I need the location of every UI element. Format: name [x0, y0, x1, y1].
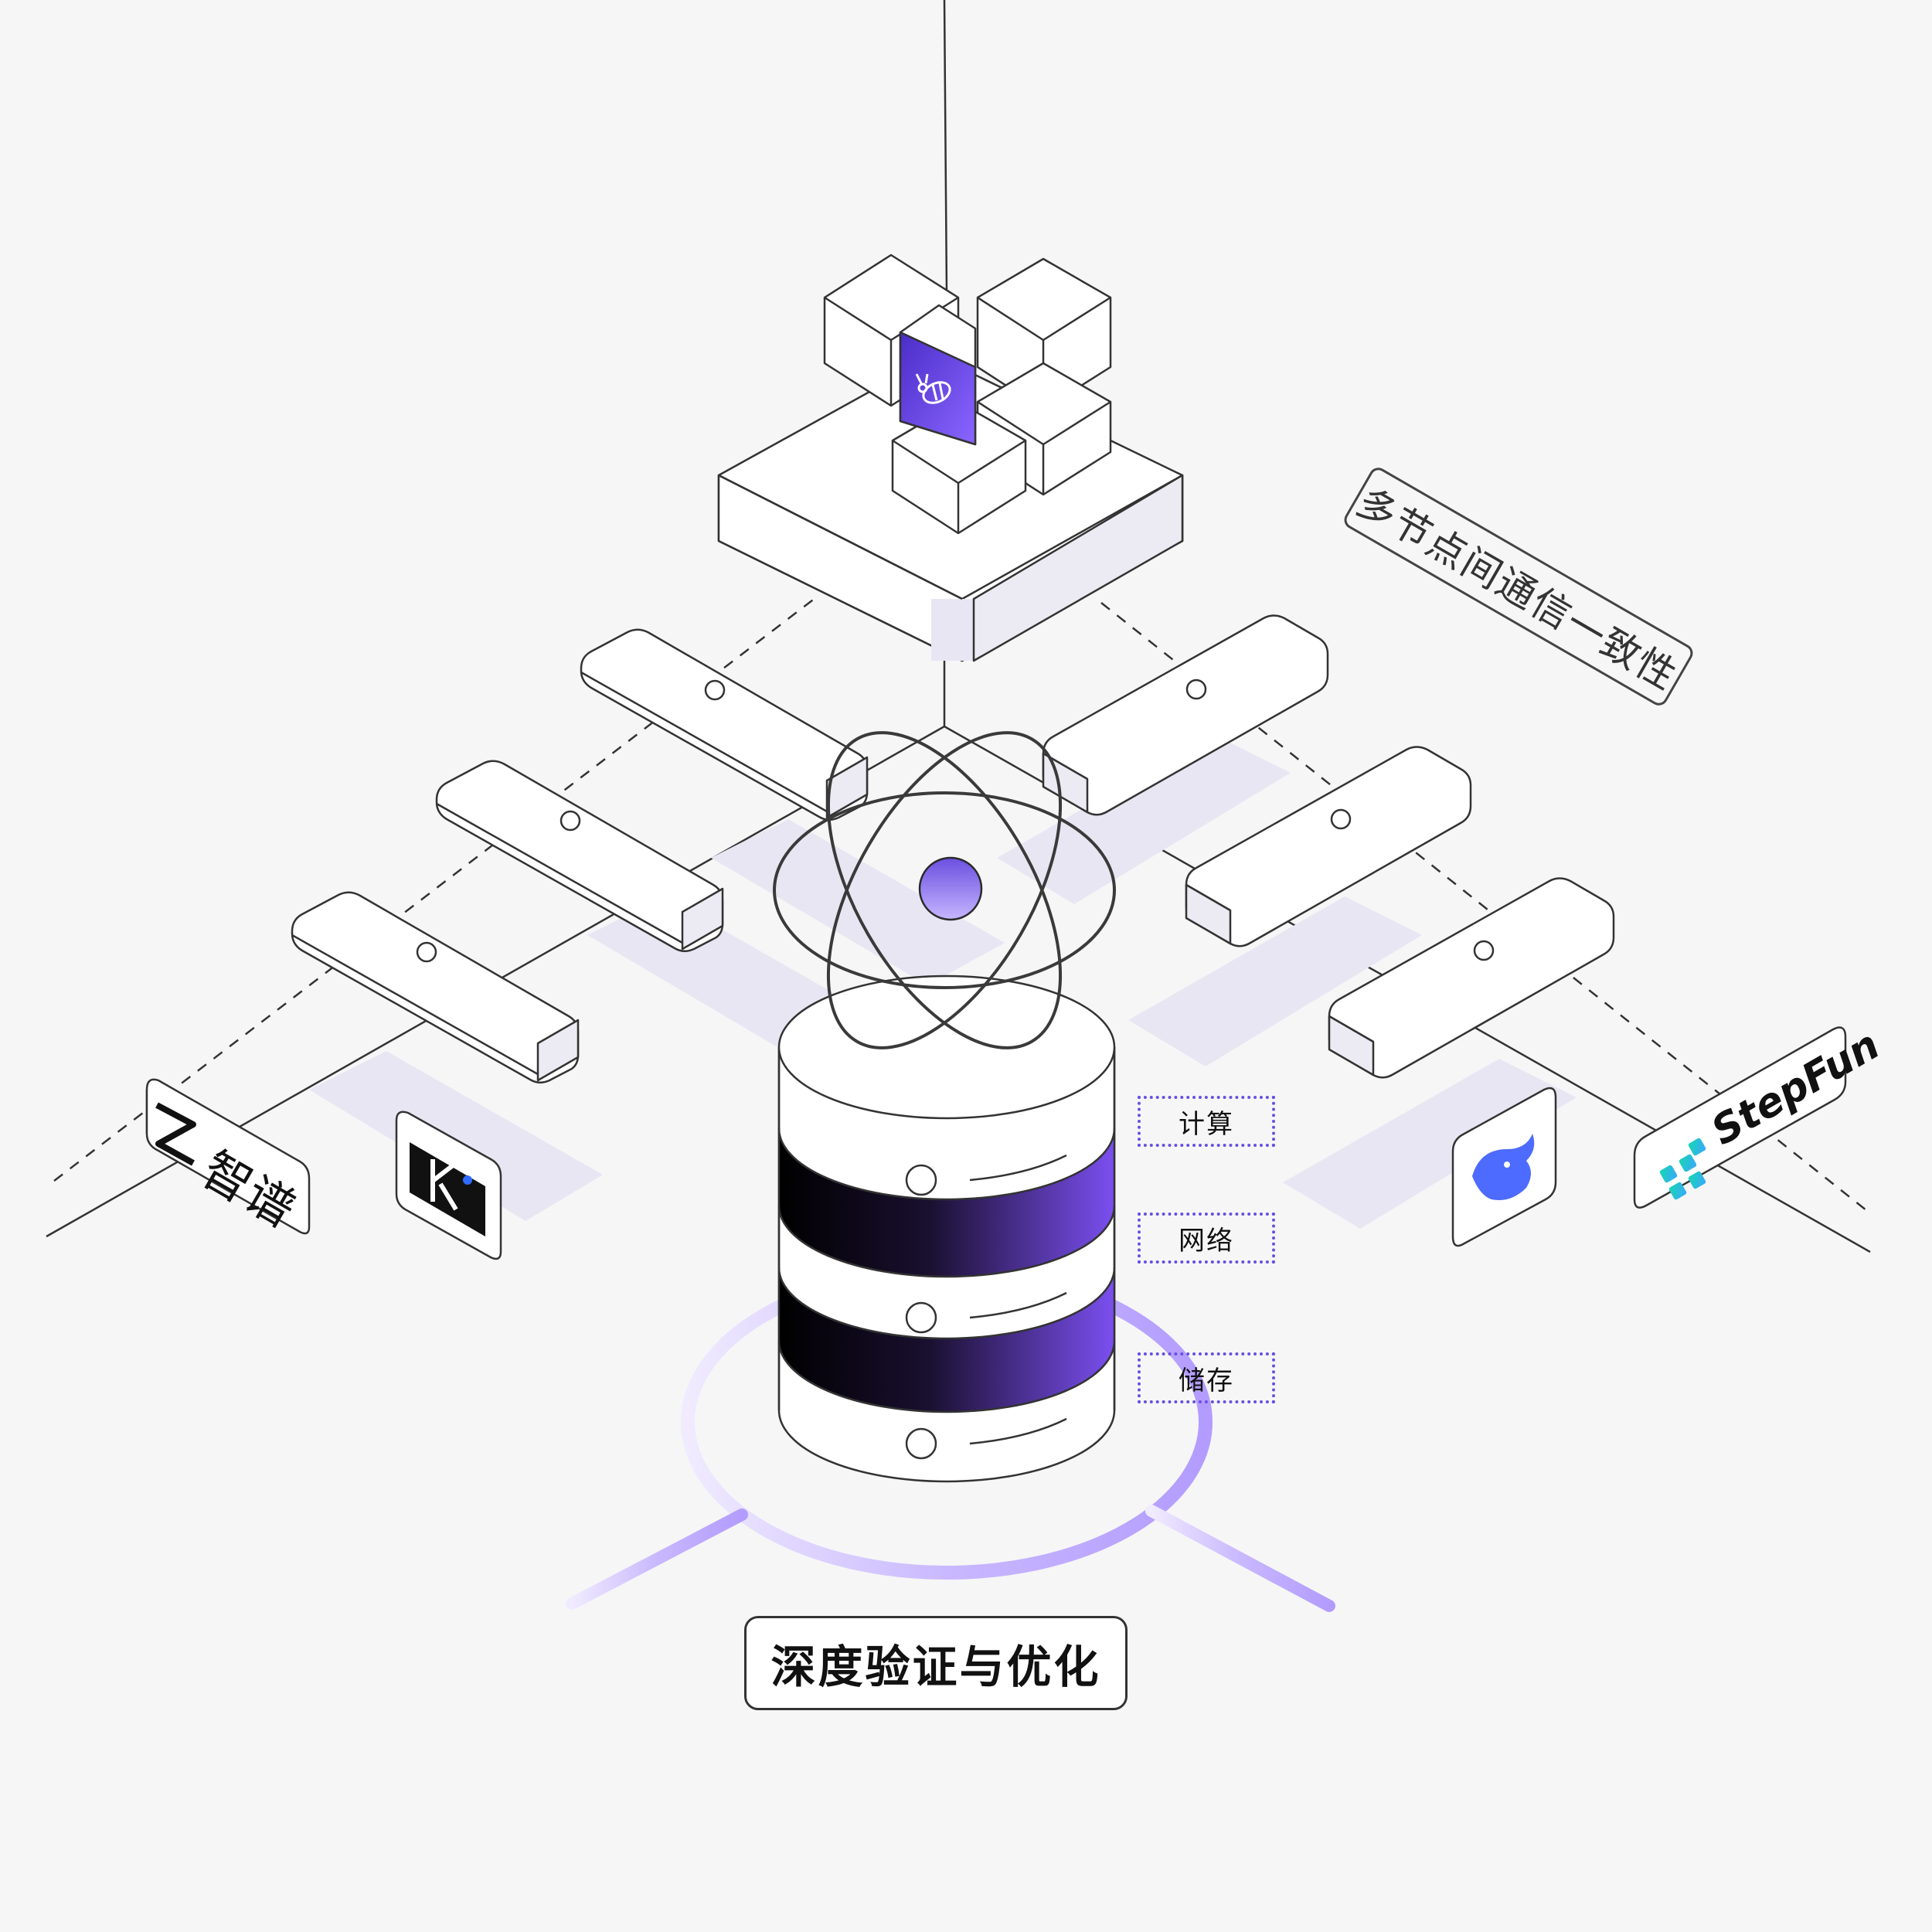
magnifier-handle-left [566, 1509, 748, 1610]
shadow-left-3 [711, 819, 1005, 985]
orbit-tilt-a [826, 731, 1063, 1049]
bee-icon [915, 373, 951, 404]
storage-label: 储存 [1138, 1352, 1275, 1403]
slab-left-middle [435, 760, 724, 952]
nucleus [918, 856, 983, 921]
cube-back-right [976, 257, 1112, 411]
compute-label: 计算 [1138, 1096, 1275, 1147]
server-light-3 [905, 1427, 937, 1460]
dot-right-back [1185, 679, 1207, 700]
platform-right-face [972, 474, 1184, 662]
top-vertical-line [943, 0, 948, 294]
cylinder-top [777, 975, 1116, 1120]
dot-right-front [1473, 940, 1495, 961]
dot-left-front [416, 941, 437, 963]
cylinder-details [905, 1154, 1067, 1460]
server-light-1 [905, 1164, 937, 1196]
platform-front-tint [931, 599, 974, 661]
zhipu-tile [145, 1078, 311, 1235]
dot-right-middle [1330, 808, 1352, 830]
slab-left-group [291, 628, 869, 1083]
orbit-horizontal [773, 791, 1116, 989]
kimi-tile [395, 1111, 502, 1260]
stepfun-tile [1633, 1026, 1847, 1209]
kimi-logo-icon [410, 1142, 485, 1236]
atom-icon [773, 731, 1116, 1049]
database-cylinder [777, 975, 1116, 1483]
server-light-2 [905, 1301, 937, 1334]
cylinder-band-2 [779, 1267, 1114, 1412]
cube-cluster [823, 253, 1112, 535]
network-label: 网络 [1138, 1213, 1275, 1264]
diagram-title: 深度验证与优化 [744, 1616, 1128, 1710]
stepfun-grid-icon [1659, 1138, 1706, 1200]
slab-left-back [580, 628, 869, 821]
zhipu-z-icon [155, 1102, 196, 1166]
shadow-right-1 [1283, 1059, 1577, 1229]
orbit-tilt-b [826, 731, 1063, 1049]
slab-left-front [291, 891, 580, 1083]
deepseek-tile [1451, 1087, 1557, 1247]
cube-center-face [899, 331, 977, 446]
shadow-right-3 [997, 734, 1291, 904]
dot-left-back [704, 679, 726, 701]
shadow-left-1 [309, 1051, 603, 1221]
slab-dots [416, 679, 1495, 963]
platform-edge [718, 474, 963, 600]
magnifier-handle-right [1145, 1505, 1335, 1612]
slab-right-group [1042, 614, 1615, 1079]
cylinder-band-1 [779, 1128, 1114, 1277]
whale-icon [1472, 1134, 1535, 1200]
dot-left-middle [560, 810, 581, 832]
shadow-right-2 [1128, 896, 1422, 1066]
